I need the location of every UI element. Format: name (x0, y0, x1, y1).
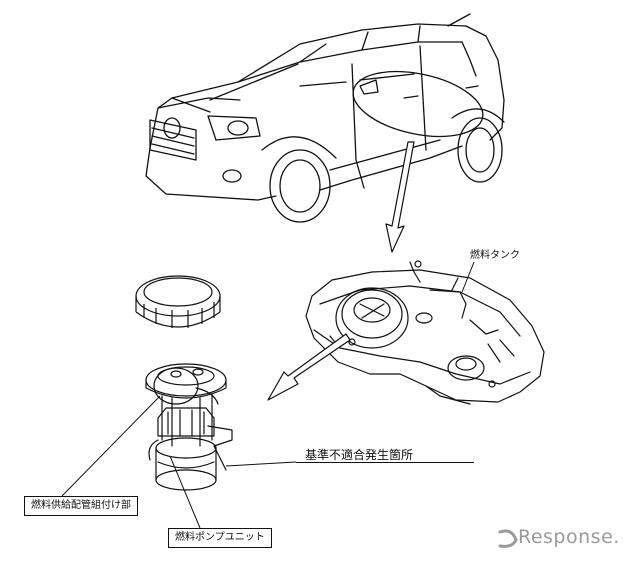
fuel-pump-unit-illustration (145, 363, 233, 491)
watermark-logo-mark (498, 529, 518, 548)
nonconformity-site-label: 基準不適合発生箇所 (305, 448, 414, 462)
label-leaders (61, 395, 297, 529)
car-illustration (145, 13, 505, 223)
lock-ring-illustration (135, 275, 221, 328)
fuel-tank-leader (461, 261, 475, 293)
fuel-pump-unit-label: 燃料ポンプユニット (168, 528, 272, 548)
fuel-tank-illustration (305, 260, 545, 405)
fuel-tank-label: 燃料タンク (470, 250, 520, 261)
tank-to-pump-arrow (267, 333, 351, 401)
response-watermark: Response. (518, 526, 620, 548)
fuel-supply-pipe-label: 燃料供給配管組付け部 (24, 496, 138, 516)
nonconformity-site-underline (296, 462, 474, 463)
car-to-tank-arrow (385, 141, 415, 253)
